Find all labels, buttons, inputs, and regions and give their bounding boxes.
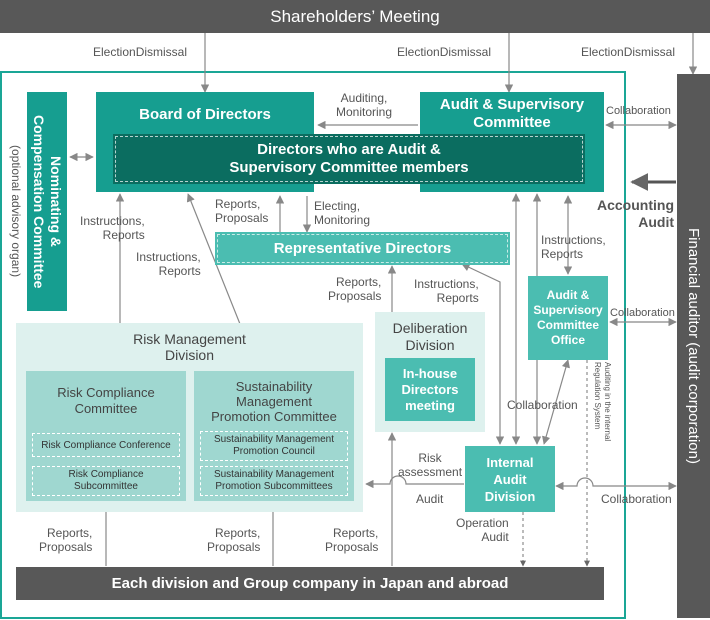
auditing-monitoring-label: Auditing, Monitoring	[336, 91, 393, 119]
accounting-audit-label: Accounting Audit	[597, 197, 674, 230]
sustainability-subcommittees-box: Sustainability Management Promotion Subc…	[200, 466, 348, 496]
nominating-committee-box: Nominating & Compensation Committee	[27, 92, 67, 311]
risk-assessment-label: Risk assessment	[398, 451, 463, 479]
sustainability-subcommittees-label: Sustainability Management Promotion Subc…	[213, 469, 335, 492]
regulation-label-box: Auditing in the internal Regulation Syst…	[592, 362, 620, 482]
reports-proposals-label-mid: Reports, Proposals	[328, 275, 382, 303]
company-frame	[0, 71, 626, 619]
collaboration-label-bottom: Collaboration	[601, 492, 672, 506]
sustainability-council-box: Sustainability Management Promotion Coun…	[200, 431, 348, 461]
instructions-reports-label-2: Instructions, Reports	[136, 250, 201, 278]
reports-proposals-label-b2: Reports, Proposals	[207, 526, 261, 554]
collab-arrow-internal	[555, 477, 677, 491]
regulation-label: Auditing in the internal Regulation Syst…	[593, 362, 612, 442]
representative-directors-border	[217, 234, 508, 263]
internal-audit-division-box: Internal Audit Division	[465, 446, 555, 512]
collaboration-label-office: Collaboration	[610, 307, 675, 319]
financial-auditor-label: Financial auditor (audit corporation)	[685, 228, 702, 464]
electing-monitoring-label: Electing, Monitoring	[314, 199, 371, 227]
risk-compliance-conference-box: Risk Compliance Conference	[32, 433, 180, 457]
risk-management-division-label: Risk Management Division	[133, 331, 246, 363]
instructions-reports-label-3: Instructions, Reports	[414, 277, 479, 305]
directors-audit-members-box: Directors who are Audit & Supervisory Co…	[113, 134, 585, 184]
nominating-note-box: (optional advisory organ)	[6, 145, 26, 315]
rep-internal-arrow	[461, 263, 505, 445]
inhouse-directors-meeting-box: In-house Directors meeting	[385, 358, 475, 421]
internal-audit-division-label: Internal Audit Division	[484, 454, 536, 504]
election-dismissal-label-2: ElectionDismissal	[397, 45, 492, 59]
board-of-directors-label: Board of Directors	[139, 105, 271, 123]
audit-label: Audit	[416, 492, 444, 506]
risk-compliance-subcommittee-box: Risk Compliance Subcommittee	[32, 466, 180, 496]
audit-committee-office-label: Audit & Supervisory Committee Office	[533, 288, 603, 347]
internal-risk-arrow	[365, 475, 464, 489]
audit-committee-office-box: Audit & Supervisory Committee Office	[528, 276, 608, 360]
representative-directors-label: Representative Directors	[273, 240, 452, 257]
shareholders-meeting-label: Shareholders’ Meeting	[270, 6, 440, 26]
election-dismissal-label-3: ElectionDismissal	[581, 45, 676, 59]
election-dismissal-label-1: ElectionDismissal	[93, 45, 188, 59]
directors-audit-members-label: Directors who are Audit & Supervisory Co…	[229, 141, 469, 176]
collaboration-label-mid: Collaboration	[507, 398, 578, 412]
group-companies-bar: Each division and Group company in Japan…	[16, 567, 604, 600]
reports-proposals-label-b3: Reports, Proposals	[325, 526, 379, 554]
instructions-reports-label-1: Instructions, Reports	[80, 214, 145, 242]
sustainability-committee-label: Sustainability Management Promotion Comm…	[211, 378, 337, 424]
risk-compliance-committee-label: Risk Compliance Committee	[57, 385, 155, 416]
risk-compliance-conference-label: Risk Compliance Conference	[41, 439, 171, 451]
directors-audit-members-border	[115, 136, 583, 182]
risk-compliance-committee-box	[26, 371, 186, 501]
operation-audit-label: Operation Audit	[456, 516, 509, 544]
collaboration-label-top: Collaboration	[606, 105, 671, 117]
deliberation-division-label: Deliberation Division	[392, 320, 468, 353]
office-internal-arrow	[542, 359, 570, 445]
risk-compliance-subcommittee-label: Risk Compliance Subcommittee	[68, 469, 144, 492]
shareholders-meeting-bar: Shareholders’ Meeting	[0, 0, 710, 33]
audit-committee-label: Audit & Supervisory Committee	[439, 96, 585, 131]
reports-proposals-label-b1: Reports, Proposals	[39, 526, 93, 554]
nominating-committee-label: Nominating & Compensation Committee	[31, 114, 64, 289]
instructions-reports-label-4: Instructions, Reports	[541, 233, 606, 261]
representative-directors-box: Representative Directors	[215, 232, 510, 265]
nominating-note: (optional advisory organ)	[9, 145, 23, 278]
reports-proposals-label-top: Reports, Proposals	[215, 197, 269, 225]
inhouse-directors-meeting-label: In-house Directors meeting	[401, 365, 459, 413]
sustainability-committee-box	[194, 371, 354, 501]
group-companies-label: Each division and Group company in Japan…	[111, 575, 509, 592]
sustainability-council-label: Sustainability Management Promotion Coun…	[213, 434, 335, 457]
financial-auditor-bar: Financial auditor (audit corporation)	[677, 74, 710, 618]
